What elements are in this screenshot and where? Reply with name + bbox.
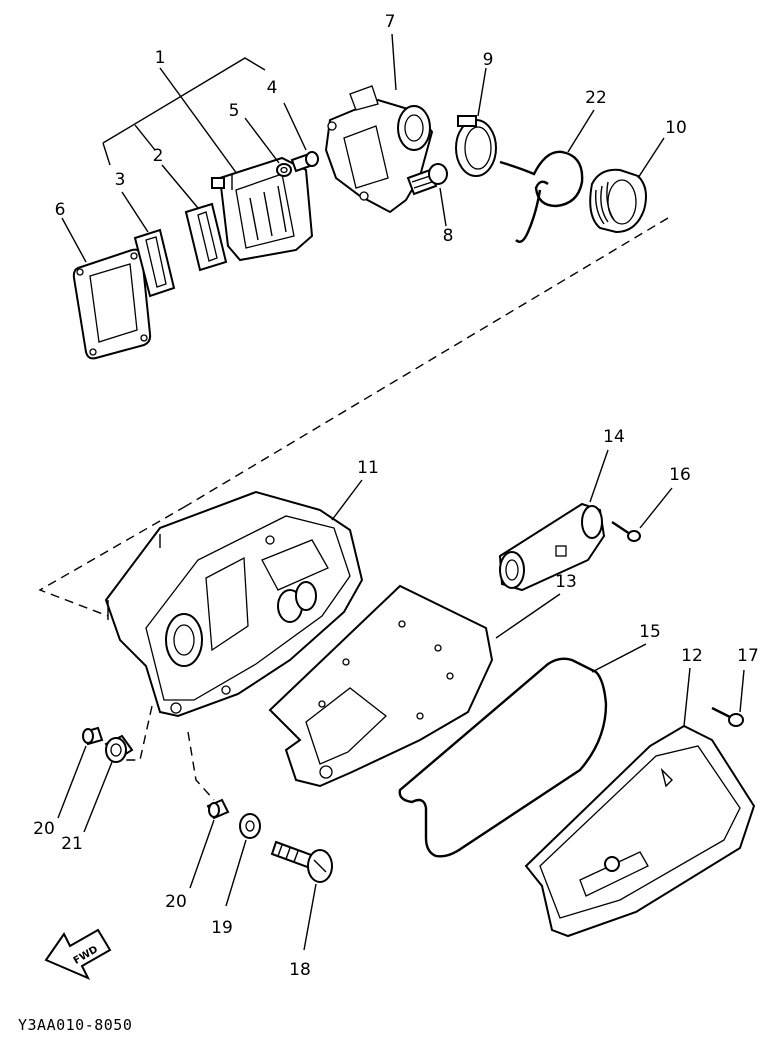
callout-7: 7 — [385, 12, 396, 32]
callout-6: 6 — [55, 200, 66, 220]
callout-21: 21 — [61, 834, 83, 854]
forward-direction-arrow-icon: FWD — [44, 928, 112, 980]
screw-part-4 — [283, 102, 319, 173]
collar-dashed-line — [187, 731, 215, 801]
washer-part-19 — [225, 813, 261, 907]
screw-part-16 — [611, 487, 673, 542]
intake-manifold-part-7 — [324, 33, 434, 214]
callout-19: 19 — [211, 918, 233, 938]
callout-20-lower: 20 — [165, 892, 187, 912]
callout-12: 12 — [681, 646, 703, 666]
grommet-part-21 — [83, 734, 134, 833]
seal-ring-part-15 — [398, 643, 647, 858]
air-filter-case-part-11 — [104, 479, 364, 718]
joint-boot-part-10 — [589, 137, 665, 234]
callout-17: 17 — [737, 646, 759, 666]
callout-10: 10 — [665, 118, 687, 138]
reed-stopper-part-3 — [121, 191, 176, 298]
callout-13: 13 — [555, 572, 577, 592]
reed-gasket-part-6 — [61, 217, 152, 360]
callout-22: 22 — [585, 88, 607, 108]
reed-valve-group-bracket — [102, 57, 266, 179]
callout-20-left: 20 — [33, 819, 55, 839]
callout-14: 14 — [603, 427, 625, 447]
callout-18: 18 — [289, 960, 311, 980]
callout-1: 1 — [155, 48, 166, 68]
hose-clamp-part-9 — [455, 67, 497, 177]
bolt-part-18 — [270, 840, 333, 951]
case-mount-dashed-line — [38, 505, 187, 617]
callout-3: 3 — [115, 170, 126, 190]
spring-washer-part-5 — [244, 117, 292, 177]
callout-numbers: 1 4 5 7 9 22 10 2 3 6 8 14 11 16 13 15 1… — [33, 12, 759, 980]
screw-part-17 — [711, 669, 745, 727]
collar-part-20-left — [57, 726, 104, 819]
callout-15: 15 — [639, 622, 661, 642]
callout-9: 9 — [483, 50, 494, 70]
callout-11: 11 — [357, 458, 379, 478]
case-cover-part-12 — [524, 667, 756, 938]
callout-16: 16 — [669, 465, 691, 485]
callout-8: 8 — [443, 226, 454, 246]
alignment-dashed-line — [185, 217, 669, 507]
callout-2: 2 — [153, 146, 164, 166]
reed-petal-part-2 — [161, 164, 228, 272]
wire-spring-part-22 — [499, 109, 595, 243]
callout-5: 5 — [229, 101, 240, 121]
grommet-dashed-line — [126, 705, 153, 761]
callout-4: 4 — [267, 78, 278, 98]
filter-plate-part-13 — [268, 584, 561, 788]
reed-valve-body-part-1 — [211, 156, 314, 262]
bolt-part-8 — [406, 163, 448, 227]
intake-duct-part-14 — [498, 449, 609, 592]
collar-part-20-lower — [189, 798, 230, 889]
drawing-code-label: Y3AA010-8050 — [18, 1016, 133, 1034]
